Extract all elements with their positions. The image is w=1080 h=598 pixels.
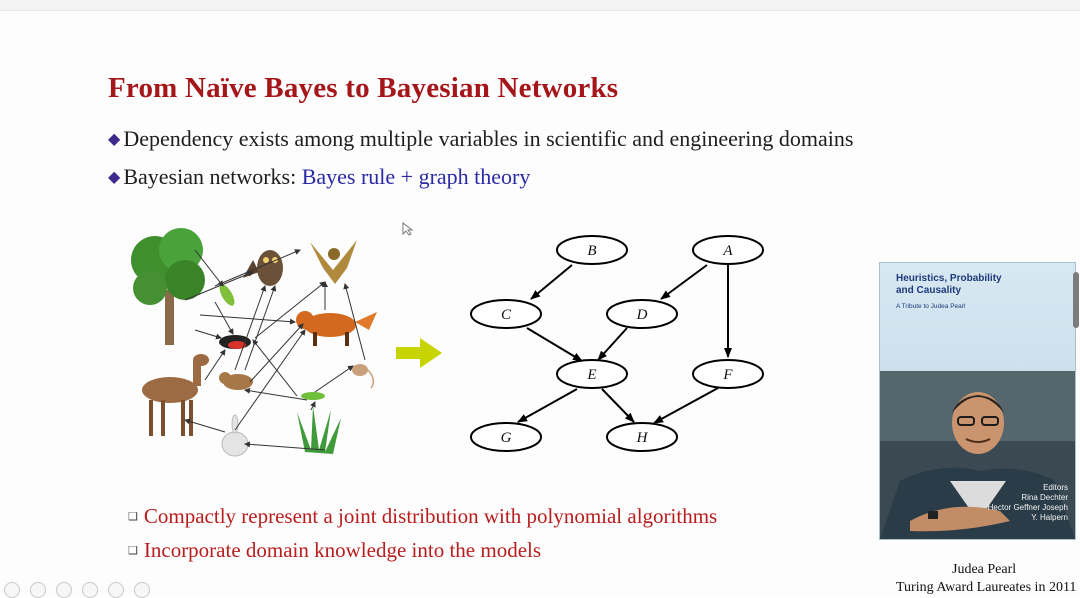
edge-a-d	[660, 264, 708, 300]
bullet-dependency-text: Dependency exists among multiple variabl…	[123, 126, 854, 151]
bullet-dependency: ◆Dependency exists among multiple variab…	[108, 126, 853, 152]
network-node: H	[606, 422, 678, 452]
sub-bullet-compact-text: Compactly represent a joint distribution…	[143, 504, 718, 528]
scrollbar-thumb[interactable]	[1073, 272, 1079, 328]
square-bullet-icon: ❑	[128, 545, 138, 557]
bird-icon	[219, 335, 251, 349]
portrait-photo	[880, 371, 1075, 539]
sub-bullet-domain-text: Incorporate domain knowledge into the mo…	[143, 538, 542, 562]
chipmunk-icon	[219, 372, 253, 390]
network-edges	[517, 264, 732, 424]
node-label: F	[722, 367, 733, 383]
right-arrow-icon	[396, 338, 442, 368]
square-bullet-icon: ❑	[128, 511, 138, 523]
book-editor-line: Rina Dechter	[1021, 493, 1068, 502]
food-web-illustration	[131, 228, 377, 457]
edge-e-h	[601, 388, 635, 423]
bullet-bayesian-prefix: Bayesian networks:	[123, 164, 302, 189]
caption-name: Judea Pearl	[952, 562, 1017, 577]
book-cover: Heuristics, Probability and Causality A …	[879, 262, 1076, 540]
window-top-bar	[0, 0, 1080, 11]
node-label: B	[587, 243, 596, 259]
edge-d-e	[597, 327, 628, 361]
book-editor-line: Editors	[1043, 483, 1068, 492]
network-node: E	[556, 359, 628, 389]
node-label: D	[636, 307, 648, 323]
bayesian-network-diagram: B A C D E F G H	[470, 235, 764, 452]
book-title: Heuristics, Probability and Causality	[896, 273, 1066, 297]
book-title-line: and Causality	[896, 285, 962, 296]
owl-icon	[243, 250, 283, 286]
fox-icon	[296, 311, 377, 346]
mouse-icon	[352, 364, 375, 389]
grass-icon	[297, 406, 341, 454]
rabbit-icon	[221, 414, 249, 457]
network-node: G	[470, 422, 542, 452]
edge-c-e	[526, 327, 583, 362]
node-label: H	[636, 430, 649, 446]
slide-title: From Naïve Bayes to Bayesian Networks	[108, 72, 619, 104]
bullet-bayesian-networks: ◆Bayesian networks: Bayes rule + graph t…	[108, 164, 530, 190]
book-title-line: Heuristics, Probability	[896, 273, 1002, 284]
network-node: A	[692, 235, 764, 265]
edge-b-c	[530, 264, 573, 300]
book-editors: Editors Rina Dechter Hector Geffner Jose…	[988, 483, 1068, 523]
deer-icon	[142, 354, 209, 436]
edge-f-h	[653, 387, 719, 424]
node-label: E	[586, 367, 596, 383]
node-label: G	[501, 430, 512, 446]
sub-bullet-compact: ❑ Compactly represent a joint distributio…	[128, 504, 717, 529]
book-editor-line: Y. Halpern	[1031, 513, 1068, 522]
sub-bullet-domain: ❑ Incorporate domain knowledge into the m…	[128, 538, 541, 563]
tree-icon	[131, 228, 205, 345]
diamond-bullet-icon: ◆	[108, 169, 121, 186]
mouse-cursor-icon	[402, 222, 414, 236]
node-label: C	[501, 307, 512, 323]
grasshopper-icon	[301, 392, 325, 400]
grasshopper-icon	[219, 284, 235, 306]
node-label: A	[722, 243, 733, 259]
network-node: C	[470, 299, 542, 329]
book-subtitle: A Tribute to Judea Pearl	[896, 303, 966, 310]
network-node: B	[556, 235, 628, 265]
edge-e-g	[517, 388, 578, 423]
diamond-bullet-icon: ◆	[108, 131, 121, 148]
eagle-icon	[310, 240, 357, 284]
book-editor-line: Hector Geffner Joseph	[987, 503, 1068, 512]
network-node: D	[606, 299, 678, 329]
network-node: F	[692, 359, 764, 389]
bullet-bayesian-highlight: Bayes rule + graph theory	[301, 164, 531, 189]
caption-award: Turing Award Laureates in 2011	[896, 580, 1077, 595]
